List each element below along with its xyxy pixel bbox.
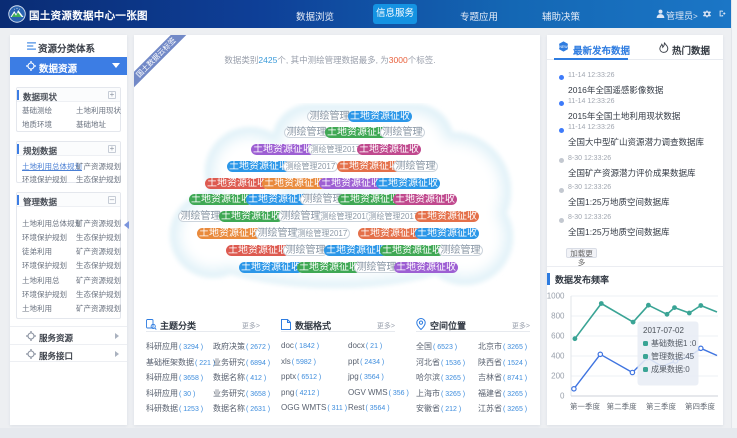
svg-text:800: 800 xyxy=(551,312,565,321)
svg-text:第一季度: 第一季度 xyxy=(570,401,600,411)
svg-text:NEW: NEW xyxy=(559,45,568,49)
svg-text:成果数据:0: 成果数据:0 xyxy=(651,364,690,374)
svg-text:第三季度: 第三季度 xyxy=(646,401,676,411)
svg-text:第二季度: 第二季度 xyxy=(607,401,637,411)
svg-text:第四季度: 第四季度 xyxy=(685,401,715,411)
svg-text:基础数据1 :0: 基础数据1 :0 xyxy=(651,338,697,348)
svg-text:管理数据:45: 管理数据:45 xyxy=(651,351,695,361)
svg-text:0: 0 xyxy=(560,392,565,401)
svg-text:2017-07-02: 2017-07-02 xyxy=(643,326,684,335)
svg-text:1000: 1000 xyxy=(547,292,565,301)
svg-text:400: 400 xyxy=(551,352,565,361)
svg-text:600: 600 xyxy=(551,332,565,341)
svg-text:200: 200 xyxy=(551,372,565,381)
